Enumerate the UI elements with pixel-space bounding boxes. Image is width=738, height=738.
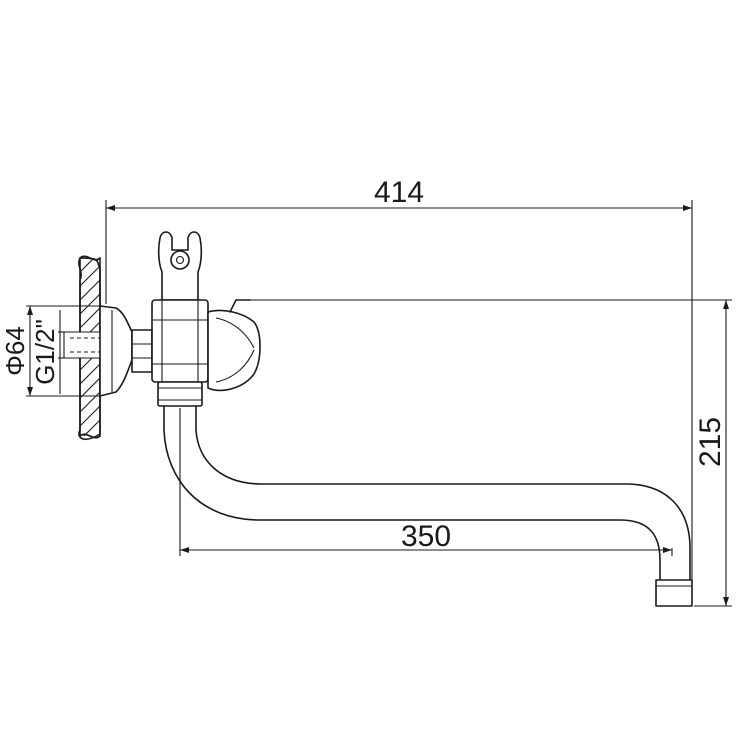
wall-flange bbox=[99, 305, 133, 397]
hex-nut bbox=[131, 329, 153, 373]
lever-handle bbox=[207, 309, 261, 392]
dimension-label-diameter: Φ64 bbox=[0, 326, 30, 376]
dimension-overall-length: 414 bbox=[105, 176, 693, 582]
valve-body bbox=[151, 299, 209, 383]
dimension-spout-length: 350 bbox=[179, 408, 673, 556]
dimension-flange-diameter: Φ64 bbox=[0, 305, 100, 397]
shower-holder bbox=[157, 231, 203, 301]
dimension-label-overall: 414 bbox=[374, 176, 424, 209]
spout bbox=[163, 405, 693, 607]
dimension-label-thread: G1/2" bbox=[30, 319, 60, 385]
dimension-height: 215 bbox=[229, 299, 732, 607]
dimension-thread: G1/2" bbox=[30, 310, 64, 394]
dimension-label-spout: 350 bbox=[401, 520, 451, 553]
spout-collar bbox=[157, 381, 203, 407]
dimension-label-height: 215 bbox=[694, 417, 727, 467]
